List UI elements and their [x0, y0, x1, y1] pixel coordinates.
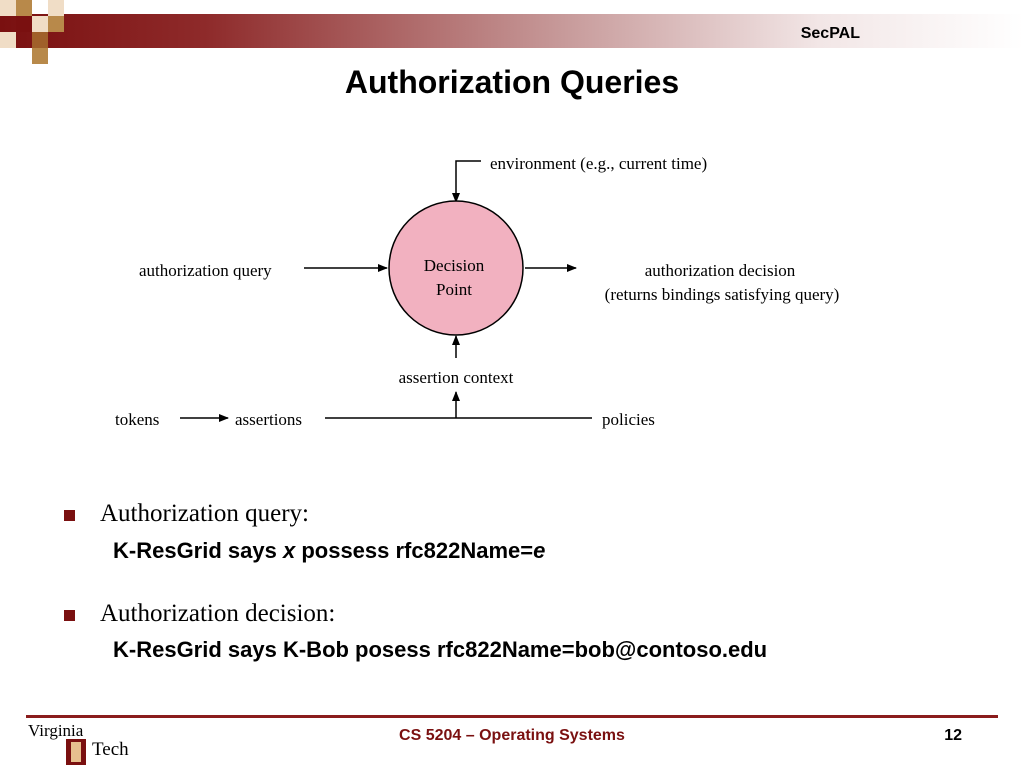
authorization-decision-sublabel: (returns bindings satisfying query) [605, 285, 840, 304]
query-code-var-e: e [533, 538, 546, 563]
environment-arrow [452, 160, 481, 203]
section-title: SecPAL [800, 25, 860, 42]
page-number: 12 [944, 727, 962, 744]
logo-text-virginia: Virginia [28, 721, 84, 740]
query-code-mid: possess rfc822Name= [295, 538, 534, 563]
decor-square [32, 16, 48, 32]
decor-square [16, 0, 32, 16]
query-code-pre: K-ResGrid says [113, 538, 283, 563]
policies-label: policies [602, 410, 655, 429]
decor-square [32, 32, 48, 48]
assertion-context-label: assertion context [399, 368, 514, 387]
slide-title: Authorization Queries [344, 64, 680, 100]
bullet-marker [64, 510, 75, 521]
bullet-marker [64, 610, 75, 621]
virginia-tech-logo: Virginia Tech [28, 721, 129, 765]
logo-text-tech: Tech [92, 739, 129, 760]
decor-square [48, 16, 64, 32]
decision-point-label-line1: Decision [424, 256, 485, 275]
tokens-label: tokens [115, 410, 159, 429]
decor-square [0, 0, 16, 16]
decor-square [32, 48, 48, 64]
query-code-var-x: x [282, 538, 296, 563]
environment-label: environment (e.g., current time) [490, 154, 707, 173]
decision-code-line: K-ResGrid says K-Bob posess rfc822Name=b… [113, 637, 768, 662]
decision-point-label-line2: Point [436, 280, 472, 299]
header-bar [0, 14, 1024, 48]
decor-square [16, 16, 32, 32]
footer-course: CS 5204 – Operating Systems [399, 727, 625, 744]
footer-divider [26, 715, 998, 718]
decor-square [0, 32, 16, 48]
authorization-decision-label: authorization decision [645, 261, 796, 280]
decor-square [48, 0, 64, 16]
assertions-label: assertions [235, 410, 302, 429]
query-code-line: K-ResGrid says x possess rfc822Name=e [113, 538, 545, 564]
bullet-label-decision: Authorization decision: [100, 600, 336, 627]
authorization-query-label: authorization query [139, 261, 272, 280]
bullet-label-query: Authorization query: [100, 500, 309, 527]
